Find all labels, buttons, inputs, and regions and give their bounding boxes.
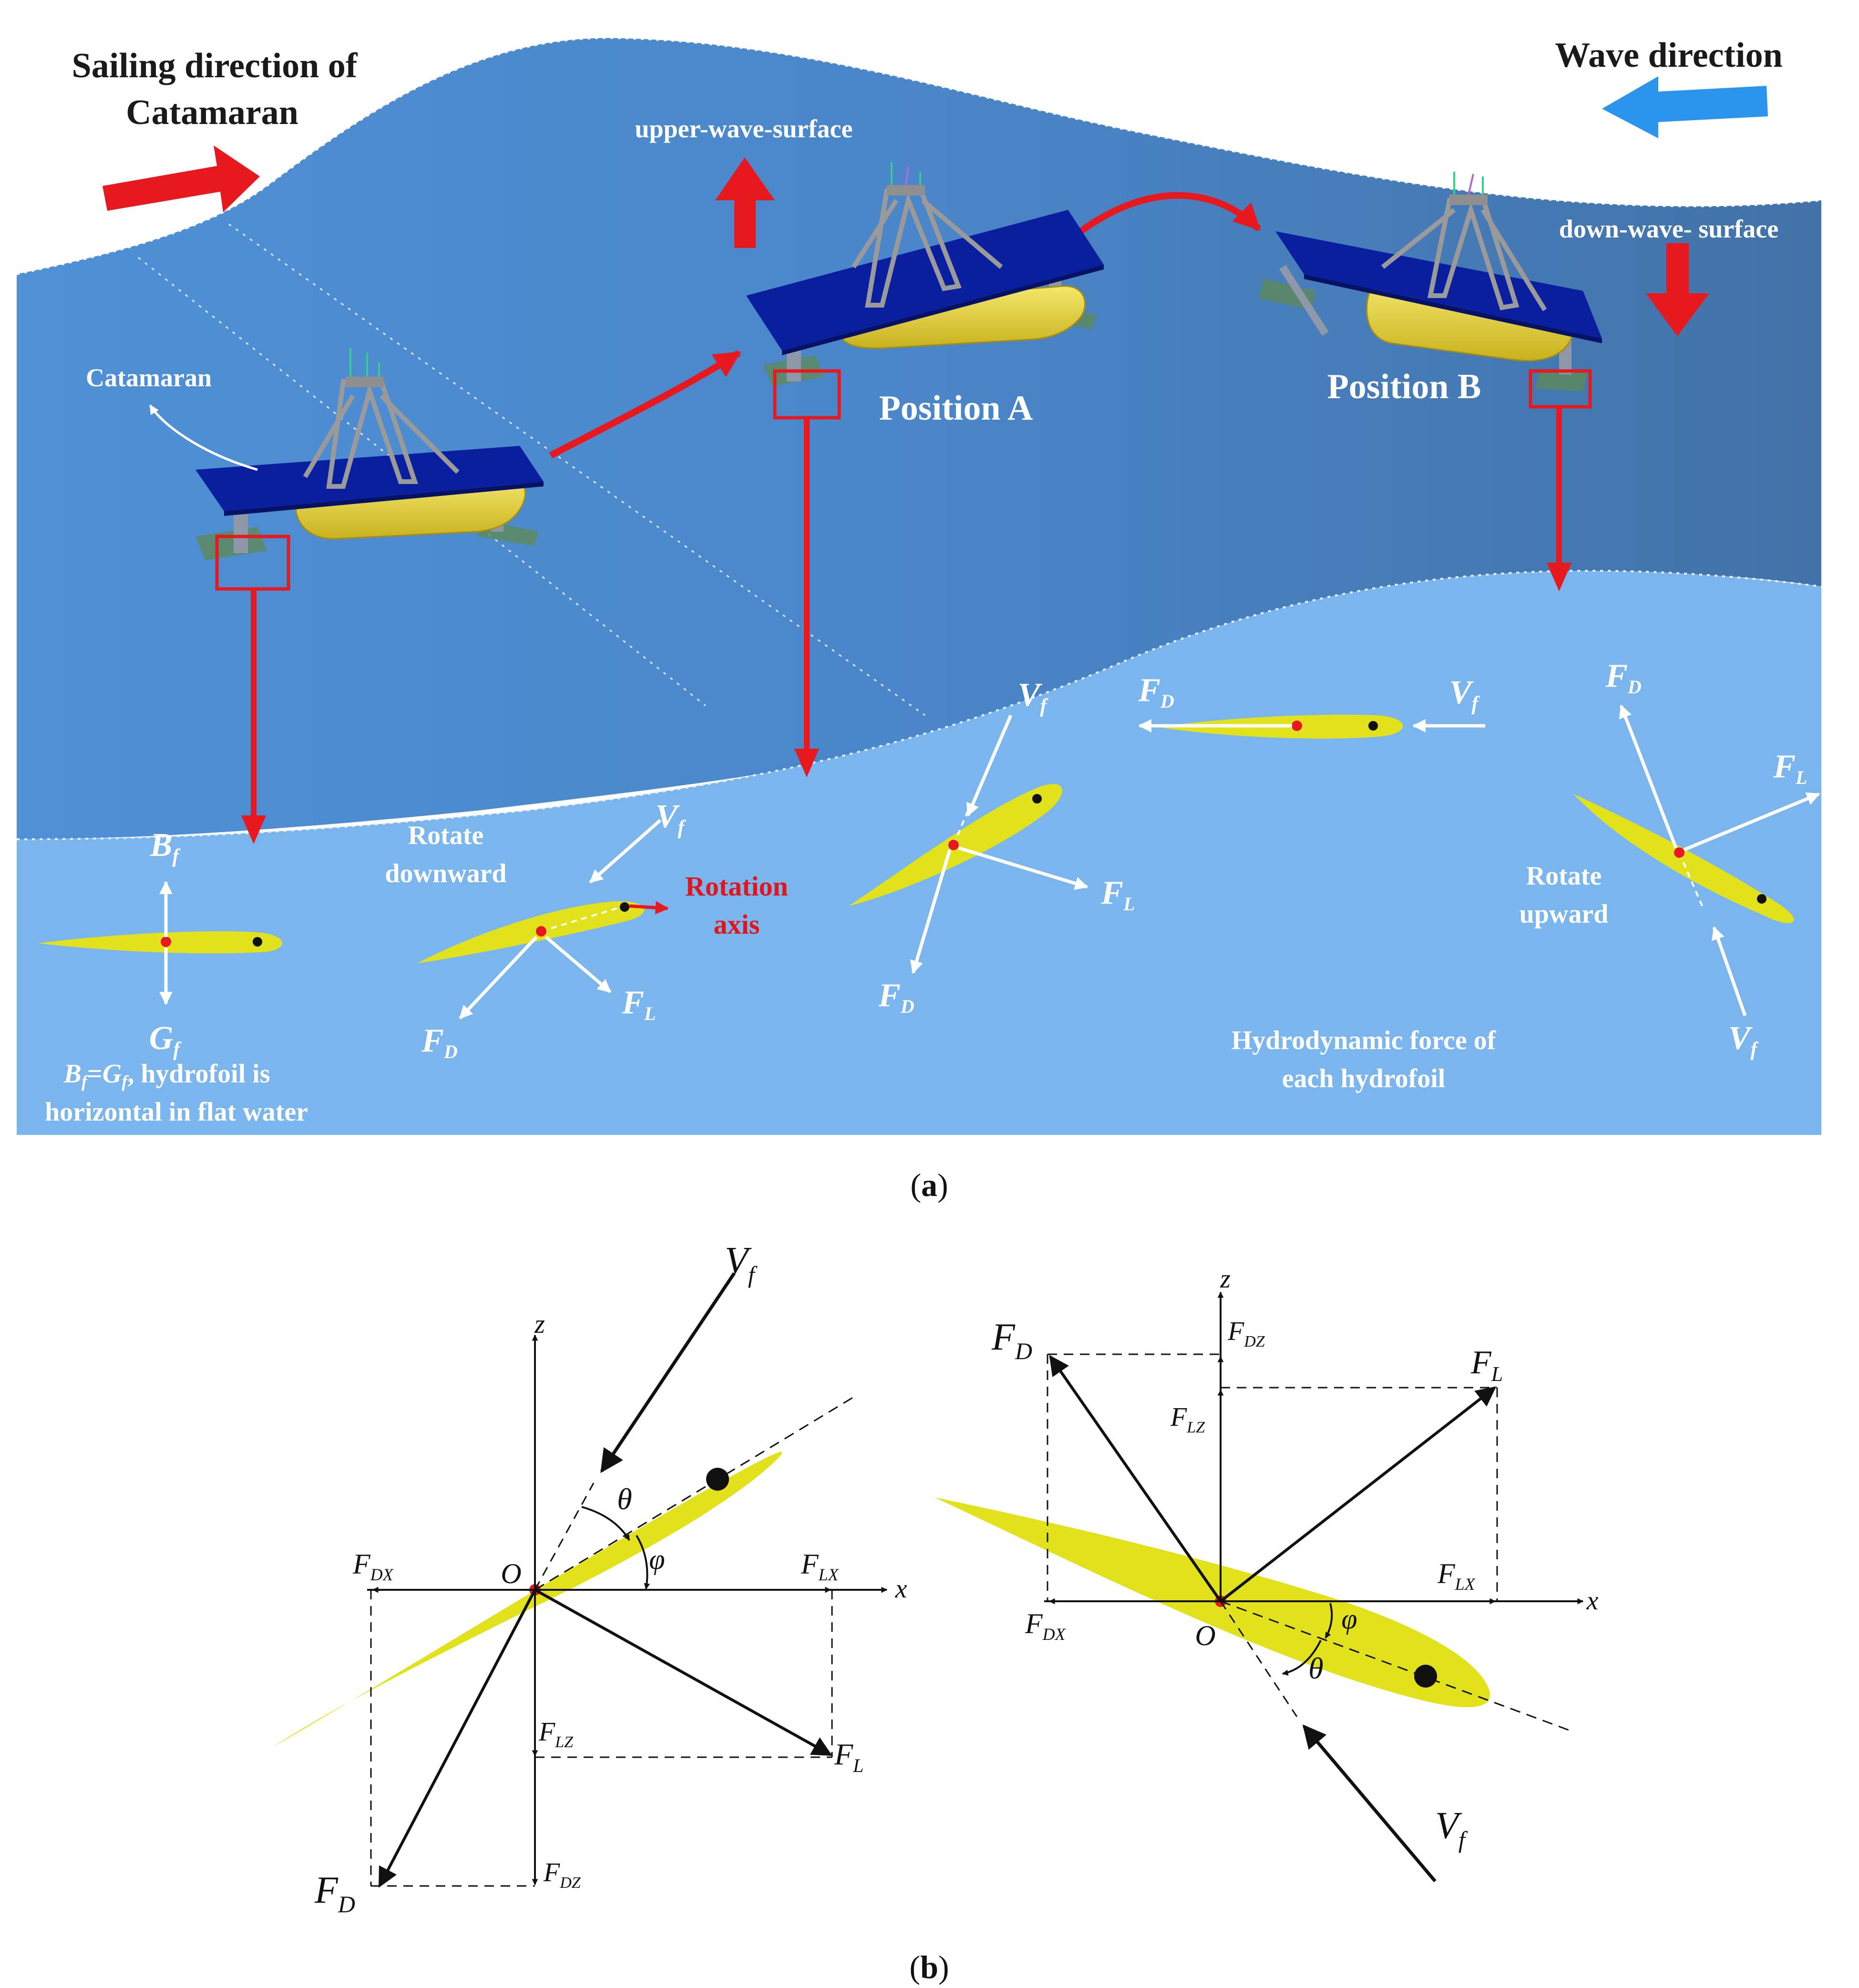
rotation-axis-label: axis (714, 909, 760, 940)
drag-x-label: FDX (1025, 1608, 1067, 1644)
velocity-label: Vf (1449, 674, 1480, 715)
hydrofoil-rotate-down (417, 819, 669, 1020)
buoyancy-label: Bf (150, 827, 181, 867)
rotate-upward-label: Rotate (1526, 861, 1602, 891)
down-wave-surface-label: down-wave- surface (1559, 215, 1778, 243)
drag-z-label: FDZ (543, 1858, 581, 1892)
drag-label: FD (1138, 672, 1174, 712)
trajectory-arrow (1075, 192, 1261, 237)
velocity-label: Vf (1018, 677, 1049, 717)
rotate-upward-label: upward (1520, 899, 1609, 929)
gravity-label: Gf (149, 1020, 182, 1061)
phi-label: φ (1341, 1603, 1357, 1635)
hydrofoil-pointer-arrow (241, 589, 266, 844)
hydrofoil-rotate-up (1573, 704, 1820, 1017)
wave-crest-line (16, 37, 1822, 275)
velocity-label: Vf (1728, 1020, 1759, 1061)
chord-line (534, 1396, 854, 1591)
rotate-downward-label: downward (385, 859, 506, 888)
position-b-label: Position B (1327, 367, 1481, 406)
flat-water-note: Bf=Gf, hydrofoil is (63, 1059, 270, 1091)
panel-a: Sailing direction of Catamaran Wave dire… (16, 36, 1822, 1135)
lift-label: FL (1773, 748, 1807, 788)
lift-z-label: FLZ (1170, 1402, 1205, 1436)
drag-label: FD (314, 1869, 355, 1917)
origin-label: O (1195, 1620, 1215, 1651)
x-axis-label: x (895, 1574, 907, 1604)
velocity-label: Vf (725, 1240, 758, 1288)
theta-arc (1282, 1640, 1322, 1676)
z-axis-label: z (1220, 1264, 1231, 1294)
sailing-direction-label: Catamaran (126, 93, 298, 132)
velocity-dashed-extension (534, 1483, 595, 1590)
wave-direction-arrow (1602, 76, 1768, 138)
drag-label: FD (991, 1316, 1032, 1364)
theta-label: θ (1308, 1651, 1323, 1685)
lift-vector (1220, 1386, 1497, 1603)
drag-z-label: FDZ (1227, 1317, 1265, 1350)
z-axis-label: z (534, 1309, 545, 1339)
panel-b-left-diagram: z x O θ φ Vf FD FL FDX FLX FLZ FDZ (272, 1240, 907, 1917)
hydrofoil-shape (935, 1497, 1490, 1708)
hydrofoil-position-a (849, 714, 1089, 974)
x-axis-label: x (1586, 1586, 1599, 1616)
theta-label: θ (617, 1482, 632, 1516)
wave-front-surface (17, 570, 1821, 1135)
phi-label: φ (649, 1544, 665, 1575)
foil-mass-point (1414, 1665, 1437, 1688)
drag-x-label: FDX (352, 1548, 394, 1584)
flat-water-note: horizontal in flat water (45, 1097, 308, 1127)
sailing-direction-label: Sailing direction of (72, 46, 358, 85)
lift-label: FL (621, 984, 656, 1024)
theta-arc (581, 1506, 630, 1541)
lift-z-label: FLZ (538, 1717, 574, 1751)
caption-a: (a) (910, 1167, 948, 1203)
down-surface-arrow (1646, 243, 1709, 336)
origin-label: O (501, 1558, 521, 1589)
lift-label: FL (834, 1737, 863, 1776)
velocity-label: Vf (1435, 1805, 1468, 1853)
sailing-direction-arrow (103, 145, 260, 212)
upper-surface-arrow (715, 157, 775, 248)
caption-b: (b) (909, 1949, 949, 1985)
hydrodynamic-note: each hydrofoil (1282, 1064, 1446, 1093)
lift-label: FL (1100, 875, 1135, 915)
hydrodynamic-note: Hydrodynamic force of (1232, 1026, 1497, 1055)
chord-line (1220, 1600, 1569, 1731)
catamaran-pointer-arrow (149, 404, 258, 471)
trajectory-arrow (549, 350, 741, 459)
velocity-vector (600, 1272, 736, 1473)
hydrofoil-shape (272, 1452, 782, 1748)
drag-label: FD (878, 977, 914, 1017)
position-a-label: Position A (879, 389, 1033, 428)
drag-vector (1049, 1355, 1222, 1602)
velocity-dashed-extension (1220, 1601, 1298, 1717)
catamaran-label: Catamaran (86, 363, 212, 392)
hydrofoil-pointer-arrow (1547, 407, 1571, 591)
drag-label: FD (1605, 658, 1642, 698)
lift-vector (534, 1588, 832, 1756)
lift-x-label: FLX (801, 1548, 840, 1584)
rotate-downward-label: Rotate (408, 821, 484, 850)
phi-arc (636, 1535, 650, 1590)
rotation-axis-label: Rotation (685, 871, 788, 902)
catamaran-model-2 (746, 162, 1104, 386)
hydrofoil-flat (38, 881, 283, 1005)
lift-x-label: FLX (1437, 1558, 1476, 1594)
hydrofoil-pointer-arrow (794, 418, 819, 777)
wave-back-surface (17, 38, 1821, 839)
upper-wave-surface-label: upper-wave-surface (635, 114, 853, 143)
catamaran-model-1 (195, 348, 544, 560)
drag-vector (378, 1589, 536, 1888)
velocity-vector (1302, 1724, 1437, 1883)
phi-arc (1325, 1603, 1333, 1639)
drag-label: FD (421, 1022, 458, 1062)
catamaran-model-3 (1259, 172, 1602, 391)
velocity-label: Vf (656, 798, 687, 839)
panel-b-right-diagram: z x O φ θ FD FL Vf FDZ FLZ FLX FDX (935, 1264, 1599, 1883)
lift-label: FL (1470, 1344, 1503, 1386)
hydrofoil-crest (1138, 714, 1485, 739)
wave-direction-label: Wave direction (1555, 36, 1783, 75)
